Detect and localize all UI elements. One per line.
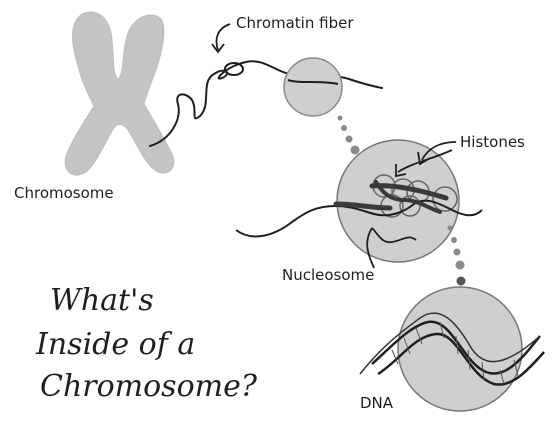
chromatin-zoom-circle <box>283 57 343 117</box>
zoom-dots-1 <box>337 115 360 155</box>
chromosome-label: Chromosome <box>14 184 114 202</box>
nucleosome-bracket <box>371 227 417 244</box>
nucleosome-label: Nucleosome <box>282 266 374 284</box>
chromatin-fiber-label: Chromatin fiber <box>236 14 354 32</box>
chromatin-fiber-strand <box>149 60 383 147</box>
chromatin-fiber-arrow <box>215 23 231 51</box>
dna-label: DNA <box>360 394 394 412</box>
dna-double-helix <box>359 312 545 386</box>
title-line-1: What's <box>50 283 154 318</box>
title-line-3: Chromosome? <box>40 369 258 404</box>
nucleosome-thick-strand-2 <box>333 201 393 211</box>
nucleosome-arrow <box>366 227 375 269</box>
nucleosome-dna-strand <box>235 199 483 238</box>
fiber-loop <box>224 62 244 76</box>
histones-arrow-1 <box>421 141 457 161</box>
histones-label: Histones <box>460 133 525 151</box>
title-line-2: Inside of a <box>35 327 195 362</box>
histones-arrow-2 <box>397 149 453 173</box>
chromosome-icon <box>64 11 175 176</box>
zoom-dots-2 <box>447 225 466 286</box>
